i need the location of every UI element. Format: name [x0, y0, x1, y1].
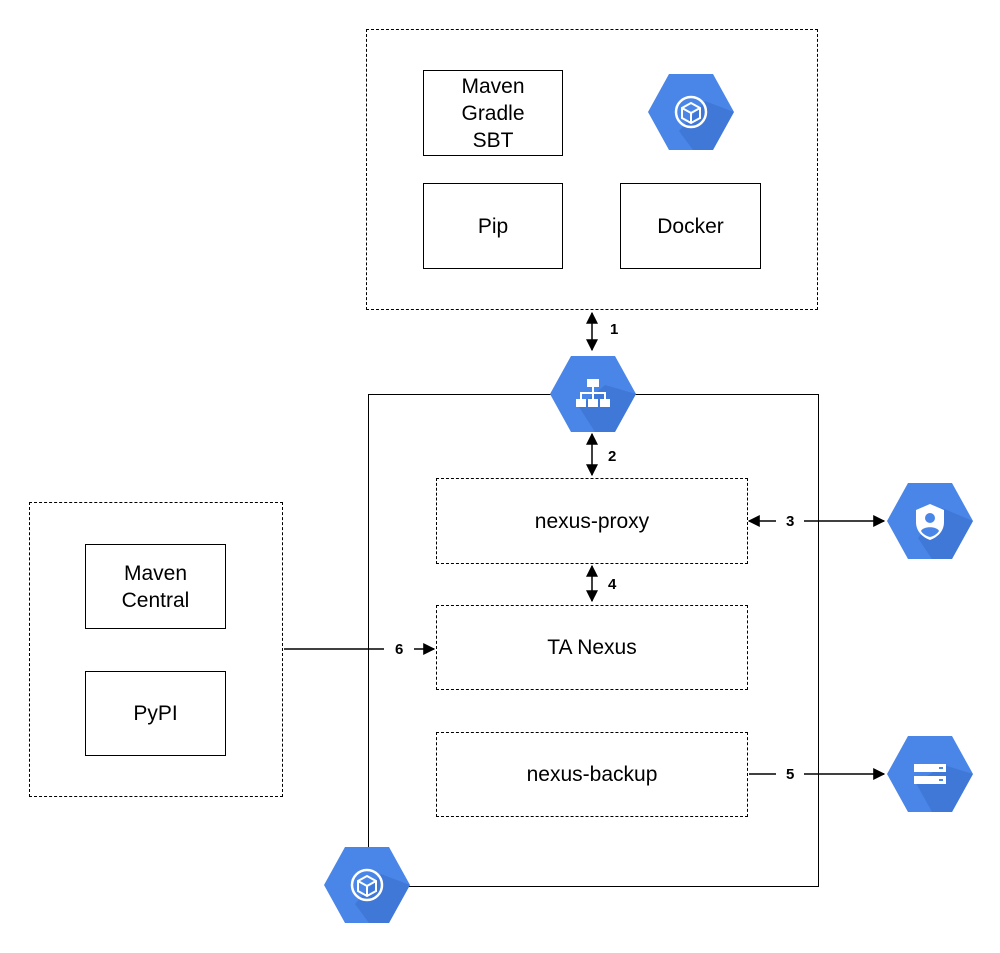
nexus-backup-box: nexus-backup — [436, 732, 748, 817]
cloud-storage-icon — [887, 736, 973, 812]
identity-aware-proxy-icon — [887, 483, 973, 559]
container-engine-icon — [324, 847, 410, 923]
ta-nexus-box: TA Nexus — [436, 605, 748, 690]
clients-group — [366, 29, 818, 310]
pypi-box: PyPI — [85, 671, 226, 756]
pip-box: Pip — [423, 183, 563, 269]
docker-box: Docker — [620, 183, 761, 269]
step-label-1: 1 — [610, 321, 619, 338]
load-balancer-icon — [550, 356, 636, 432]
nexus-proxy-box: nexus-proxy — [436, 478, 748, 564]
compute-engine-icon — [648, 74, 734, 150]
maven-central-box: Maven Central — [85, 544, 226, 629]
external-repos-group — [29, 502, 283, 797]
build-tools-box: Maven Gradle SBT — [423, 70, 563, 156]
step-label-4: 4 — [608, 576, 617, 593]
step-label-2: 2 — [608, 448, 617, 465]
step-label-5: 5 — [786, 766, 795, 783]
step-label-3: 3 — [786, 513, 795, 530]
step-label-6: 6 — [395, 641, 404, 658]
